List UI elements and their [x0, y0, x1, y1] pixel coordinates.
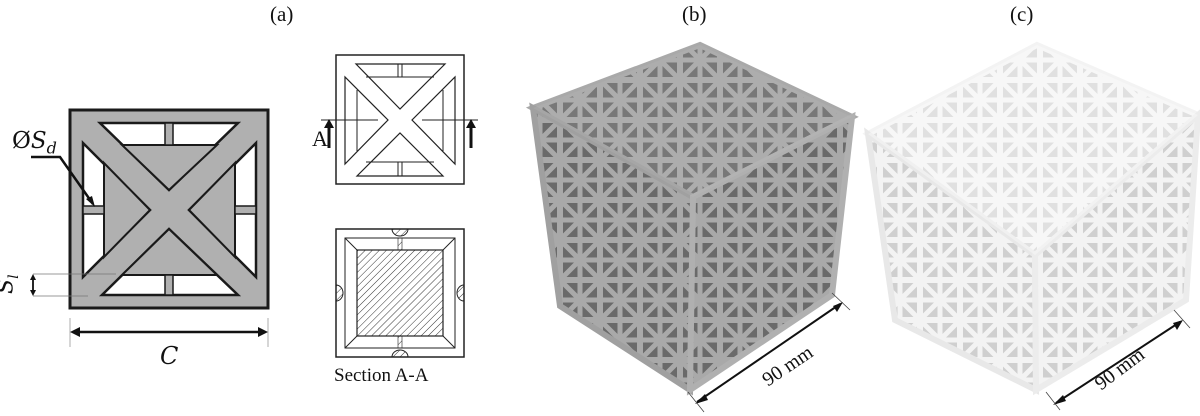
cube-b-svg: [525, 41, 859, 413]
section-cut-label: A: [312, 126, 328, 151]
section-view-diagram: Section A-A: [300, 210, 490, 416]
lattice-cube-photo: 90 mm: [860, 30, 1200, 416]
diameter-sub: d: [46, 138, 57, 158]
top-view-diagram: A: [300, 0, 490, 416]
panel-label-a: (a): [270, 2, 294, 26]
panel-label-c: (c): [1010, 2, 1034, 26]
unit-cell-svg: [30, 108, 270, 347]
strut-var: S: [0, 279, 19, 294]
diameter-var: S: [30, 128, 47, 154]
panel-label-b: (b): [682, 2, 707, 26]
diameter-symbol: Ø: [12, 128, 31, 154]
cube-c-svg: [862, 41, 1200, 411]
cell-size-label: C: [160, 342, 179, 370]
top-view-svg: [321, 54, 478, 185]
section-svg: [335, 228, 465, 358]
diameter-label: ØSd: [12, 128, 57, 158]
strut-sub: l: [5, 274, 22, 279]
lattice-cube-render: 90 mm: [520, 30, 880, 416]
unit-cell-diagram: ØSd Sl C: [0, 0, 300, 416]
strut-length-label: Sl: [0, 274, 22, 294]
section-caption: Section A-A: [334, 365, 429, 386]
